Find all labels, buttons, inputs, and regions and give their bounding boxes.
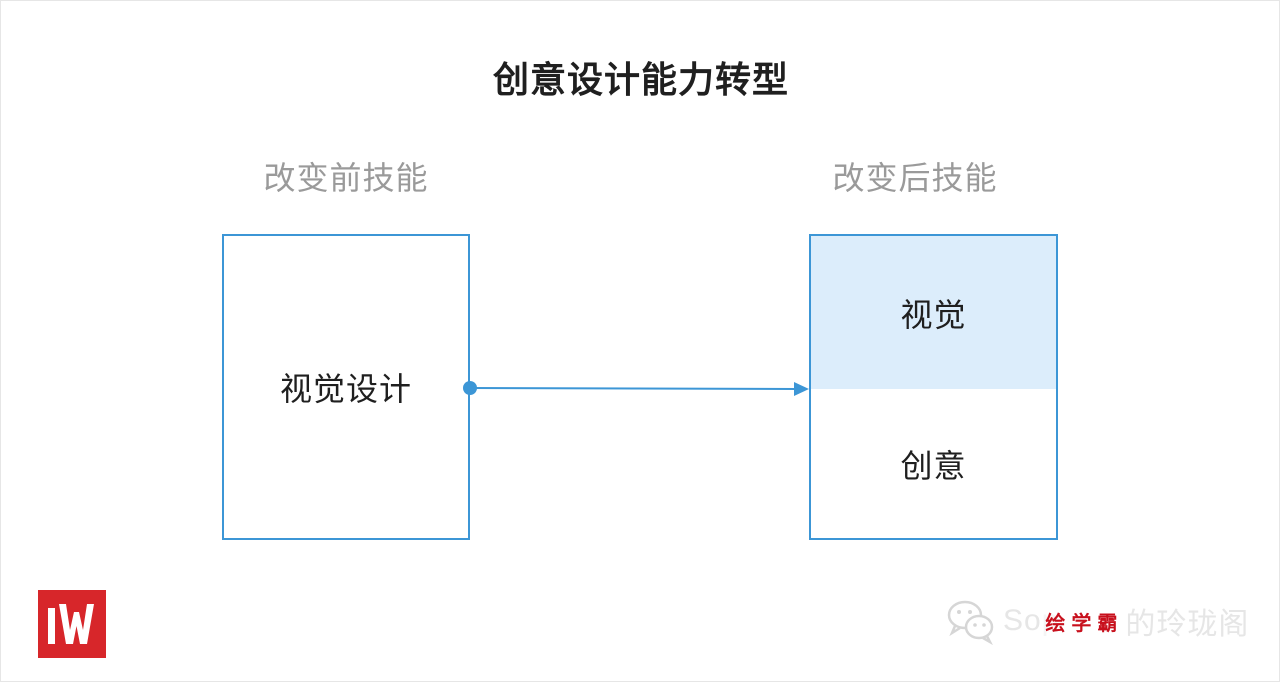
logo-iw-icon [48, 604, 94, 644]
after-box-top-text: 视觉 [900, 295, 967, 334]
after-box-bottom-text: 创意 [900, 446, 967, 485]
brand-logo [38, 590, 106, 658]
watermark-brand: 绘学霸 [1043, 606, 1126, 636]
watermark-suffix: 的玲珑阁 [1125, 607, 1250, 642]
after-label: 改变后技能 [832, 159, 998, 197]
after-box-top-section: 视觉 [811, 236, 1056, 389]
before-box-text: 视觉设计 [279, 370, 412, 408]
before-skill-box: 视觉设计 [222, 234, 470, 540]
watermark: Sop 绘学霸 的玲珑阁 [945, 595, 1249, 647]
wechat-icon [947, 600, 994, 646]
diagram-title: 创意设计能力转型 [492, 60, 789, 101]
connector-line [469, 387, 798, 390]
arrowhead-icon [794, 382, 809, 396]
after-box-bottom-section: 创意 [811, 389, 1056, 538]
after-skill-box: 视觉 创意 [809, 234, 1058, 540]
before-label: 改变前技能 [263, 159, 429, 197]
